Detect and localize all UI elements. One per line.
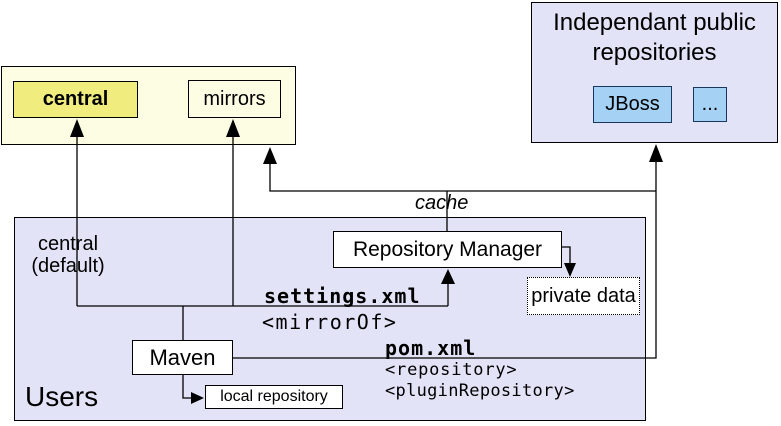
mirrors-repo-node: mirrors (188, 80, 281, 118)
maven-node: Maven (132, 340, 233, 375)
cache-line (269, 164, 656, 192)
more-repos-label: ... (701, 93, 719, 115)
users-label: Users (25, 381, 99, 412)
cache-label: cache (415, 192, 469, 214)
maven-label: Maven (149, 344, 216, 370)
local-repository-node: local repository (205, 385, 343, 409)
cache-arrow-icon (263, 147, 277, 164)
repository-tag-label: <repository> (385, 360, 518, 380)
settings-xml-label: settings.xml (264, 284, 421, 308)
repository-manager-node: Repository Manager (333, 231, 562, 268)
mirrors-repo-label: mirrors (203, 87, 266, 110)
private-data-label: private data (531, 284, 636, 307)
plugin-repository-tag-label: <pluginRepository> (385, 381, 575, 401)
local-repository-label: local repository (220, 388, 328, 405)
pom-arrow-icon (649, 144, 663, 162)
more-repos-node: ... (693, 87, 727, 122)
mirrorof-tag-label: <mirrorOf> (262, 310, 398, 334)
jboss-repo-node: JBoss (593, 86, 672, 123)
central-default-label: central (default) (31, 233, 105, 277)
jboss-repo-label: JBoss (605, 93, 660, 115)
central-repo-node: central (13, 81, 138, 118)
central-repo-label: central (42, 88, 109, 110)
pom-xml-label: pom.xml (385, 336, 477, 360)
private-data-node: private data (527, 277, 640, 315)
independent-repos-title: Independant public repositories (553, 9, 756, 66)
repository-manager-label: Repository Manager (352, 237, 543, 261)
